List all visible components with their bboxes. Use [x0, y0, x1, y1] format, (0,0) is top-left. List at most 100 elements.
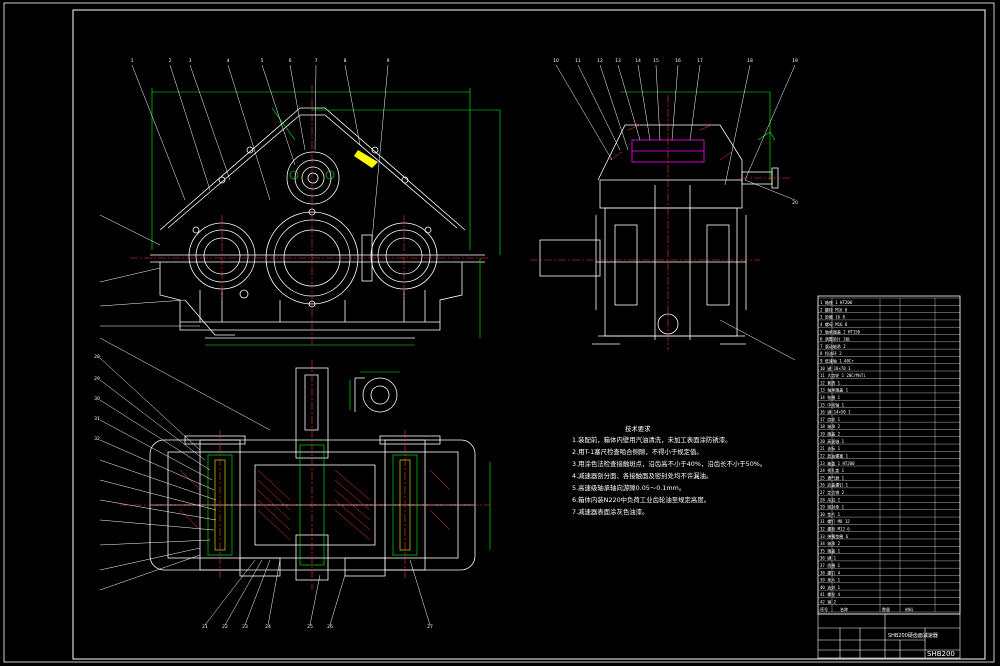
bom-row: 32 螺栓 M12 6	[820, 525, 850, 531]
drawing-number: SHB200	[927, 650, 955, 658]
balloon-label: 31	[94, 416, 100, 422]
bom-row: 39 垫片 1	[820, 577, 841, 583]
balloon-label: 9	[387, 58, 390, 64]
balloon-label: 13	[615, 58, 621, 64]
bom-row: 6 调整垫片 2组	[820, 336, 850, 342]
side-hatch	[609, 124, 733, 161]
balloon-label: 29	[94, 376, 100, 382]
bom-row: 17 齿轮 1	[820, 416, 841, 422]
balloon-label: 12	[597, 58, 603, 64]
bom-row: 27 定位销 2	[820, 489, 845, 495]
note-item: 1.装配前，箱体内壁用汽油清洗，未加工表面涂防锈漆。	[572, 435, 731, 444]
bom-row: 15 中间轴 1	[820, 401, 845, 407]
bom-row: 29 密封垫 1	[820, 504, 845, 510]
bom-row: 8 挡油环 2	[820, 350, 842, 356]
bom-row: 20 高速轴 1	[820, 438, 845, 444]
bom-row: 16 键 14×50 1	[820, 409, 851, 415]
bom-row: 5 轴承端盖 2 HT150	[820, 328, 861, 334]
balloon-label: 14	[635, 58, 641, 64]
technical-notes: 技术要求 1.装配前，箱体内壁用汽油清洗，未加工表面涂防锈漆。 2.用T-1塞尺…	[572, 424, 766, 516]
bom-row: 23 箱盖 1 HT200	[820, 460, 855, 466]
bom-row: 2 螺栓 M16 8	[820, 306, 848, 312]
balloon-label: 6	[289, 58, 292, 64]
balloon-label: 25	[307, 624, 313, 630]
bom-row: 12 套筒 1	[820, 379, 841, 385]
bom-row: 1 箱座 1 HT200	[820, 299, 853, 305]
note-item: 6.箱体内装N220中负荷工业齿轮油至规定高度。	[572, 495, 710, 504]
balloon-label: 10	[553, 58, 559, 64]
side-view	[539, 124, 779, 345]
bom-row: 34 轴承 2	[820, 540, 841, 546]
bom-row: 42 销 2	[820, 598, 837, 604]
drawing-title: SHB200硬齿面减速器	[888, 632, 938, 639]
plan-center-lines	[120, 360, 490, 590]
balloon-label: 17	[697, 58, 703, 64]
balloon-label: 24	[265, 624, 271, 630]
balloon-label: 23	[242, 624, 248, 630]
balloon-label: 1	[131, 58, 134, 64]
bom-row: 40 油封 1	[820, 584, 841, 590]
balloon-label: 3	[189, 58, 192, 64]
bom-row: 10 键 18×70 1	[820, 365, 851, 371]
bom-row: 41 螺栓 4	[820, 591, 841, 597]
bom-row: 21 油标 1	[820, 445, 841, 451]
side-dimensions	[620, 91, 776, 180]
balloon-label: 15	[653, 58, 659, 64]
bom-row: 37 挡圈 1	[820, 562, 841, 568]
bom-row: 24 视孔盖 1	[820, 467, 845, 473]
note-item: 7.减速器表面涂灰色油漆。	[572, 507, 648, 516]
bom-row: 30 垫片 1	[820, 511, 841, 517]
bom-row: 9 低速轴 1 40Cr	[820, 358, 854, 364]
bom-row: 4 螺母 M16 8	[820, 321, 848, 327]
bom-row: 18 轴承 2	[820, 423, 841, 429]
bom-row: 3 垫圈 16 8	[820, 314, 845, 320]
balloon-label: 32	[94, 436, 100, 442]
note-item: 4.减速器剖分面、各接触面及密封处均不许漏油。	[572, 471, 712, 480]
sheet-outer-border	[3, 2, 995, 663]
bom-header-cell: 名称	[840, 606, 848, 612]
bom-header-cell: 材料	[905, 606, 913, 612]
balloon-label: 19	[792, 58, 798, 64]
title-block	[817, 613, 961, 659]
note-item: 3.用涂色法检查接触斑点，沿齿高不小于40%，沿齿长不小于50%。	[572, 459, 766, 468]
bom-row: 11 大齿轮 1 20CrMnTi	[820, 372, 866, 378]
side-center-lines	[530, 95, 790, 350]
balloon-label: 26	[327, 624, 333, 630]
bom-row: 13 轴承端盖 1	[820, 387, 849, 393]
bom-row: 38 螺钉 4	[820, 569, 841, 575]
bom-row: 33 弹簧垫圈 6	[820, 533, 849, 539]
leader-lines	[99, 64, 796, 626]
balloon-label: 4	[227, 58, 230, 64]
bom-row: 19 端盖 2	[820, 431, 841, 437]
balloon-label: 8	[344, 58, 347, 64]
bom-row: 36 键 1	[820, 555, 837, 561]
note-item: 2.用T-1塞尺检查啮合侧隙，不得小于规定值。	[572, 447, 703, 456]
bom-header-cell: 序号	[820, 606, 828, 612]
balloon-label: 20	[792, 200, 798, 206]
balloon-label: 11	[575, 58, 581, 64]
front-dimensions	[151, 88, 501, 346]
balloon-label: 5	[261, 58, 264, 64]
notes-heading: 技术要求	[625, 424, 651, 433]
plan-dimensions	[349, 371, 491, 550]
bom-row: 31 螺钉 M8 12	[820, 518, 850, 524]
balloon-label: 28	[94, 354, 100, 360]
front-view	[150, 107, 485, 339]
note-item: 5.高速级轴承轴向游隙0.05～0.1mm。	[572, 483, 685, 492]
bom-row: 14 毡圈 1	[820, 394, 841, 400]
bom-row: 25 通气器 1	[820, 474, 845, 480]
balloon-label: 7	[315, 58, 318, 64]
oil-gauge	[354, 150, 378, 168]
balloon-label: 22	[222, 624, 228, 630]
bom-row: 7 滚动轴承 2	[820, 343, 846, 349]
balloon-label: 27	[427, 624, 433, 630]
balloon-label: 21	[202, 624, 208, 630]
bom-row: 26 启盖螺钉 1	[820, 482, 849, 488]
balloon-label: 30	[94, 396, 100, 402]
balloon-label: 16	[675, 58, 681, 64]
bom-row: 28 吊耳 2	[820, 497, 841, 502]
balloon-label: 18	[747, 58, 753, 64]
